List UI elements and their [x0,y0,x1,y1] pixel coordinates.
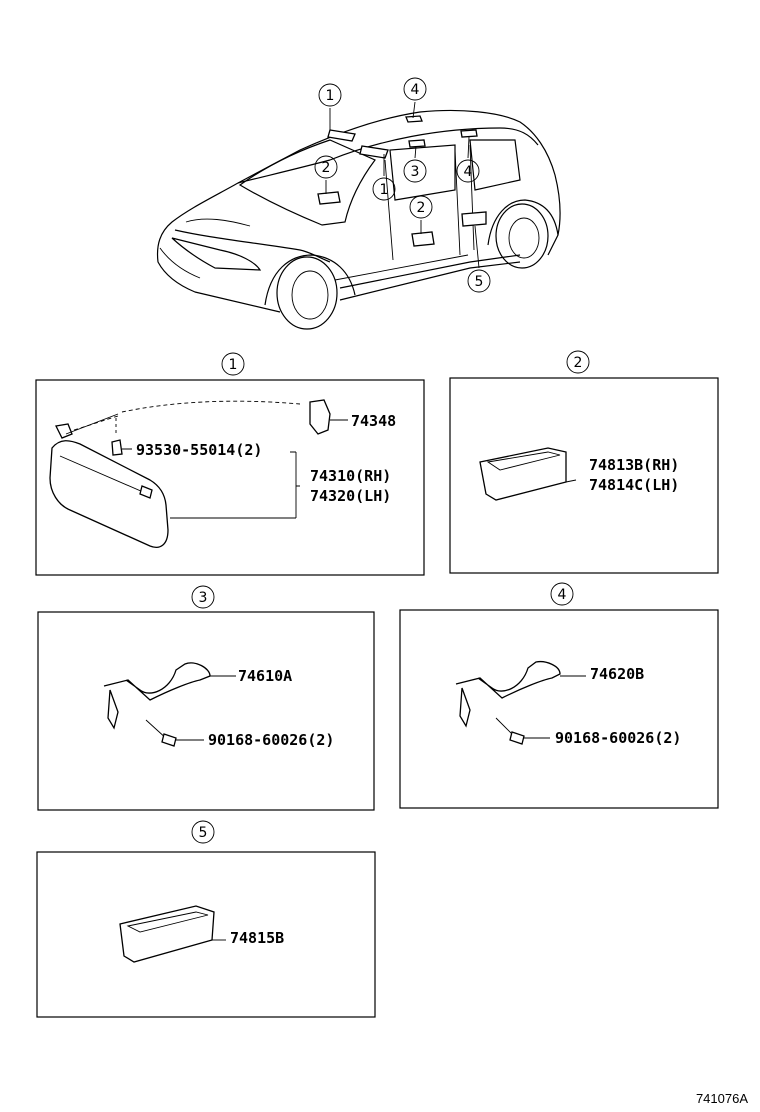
part-74310-label: 74310(RH) [310,467,391,485]
svg-text:1: 1 [326,88,335,104]
svg-text:5: 5 [475,274,484,290]
overview-callout-4a: 4 [403,77,427,101]
part-74815b-label: 74815B [230,929,284,947]
assist-grip-drawing-3 [103,662,236,747]
svg-text:1: 1 [380,182,389,198]
part-74610a-label: 74610A [238,667,292,685]
overview-callout-1b: 1 [372,177,396,201]
part-74813b-label: 74813B(RH) [589,456,679,474]
overview-callout-4b: 4 [456,159,480,183]
svg-text:2: 2 [574,355,583,371]
panel-1-callout: 1 [221,352,245,376]
overview-callout-1a: 1 [318,83,342,107]
part-74348-label: 74348 [351,412,396,430]
part-90168-label-3: 90168-60026(2) [208,731,334,749]
figure-code: 741076A [696,1091,748,1106]
svg-text:4: 4 [411,82,420,98]
panel-2-box [449,377,719,574]
part-90168-label-4: 90168-60026(2) [555,729,681,747]
svg-text:5: 5 [199,825,208,841]
panel-1-box [35,379,425,576]
panel-3-callout: 3 [191,585,215,609]
part-74620b-label: 74620B [590,665,644,683]
overview-callout-2a: 2 [314,155,338,179]
assist-grip-drawing-4 [455,660,586,745]
overview-callout-5: 5 [467,269,491,293]
svg-text:2: 2 [417,200,426,216]
svg-text:1: 1 [229,357,238,373]
part-74320-label: 74320(LH) [310,487,391,505]
panel-4-box [399,609,719,809]
panel-5-callout: 5 [191,820,215,844]
sun-visor-drawing [49,399,348,548]
svg-text:4: 4 [464,164,473,180]
panel-2-callout: 2 [566,350,590,374]
svg-text:4: 4 [558,587,567,603]
overview-callout-3: 3 [403,159,427,183]
svg-text:2: 2 [322,160,331,176]
panel-5-box [36,851,376,1018]
panel-3-box [37,611,375,811]
svg-text:3: 3 [199,590,208,606]
svg-text:3: 3 [411,164,420,180]
panel-4-callout: 4 [550,582,574,606]
pocket-drawing-5 [119,905,226,963]
part-74814c-label: 74814C(LH) [589,476,679,494]
pocket-drawing-rh [479,447,577,501]
car-overview [156,101,561,330]
overview-callout-2b: 2 [409,195,433,219]
part-93530-label: 93530-55014(2) [136,441,262,459]
